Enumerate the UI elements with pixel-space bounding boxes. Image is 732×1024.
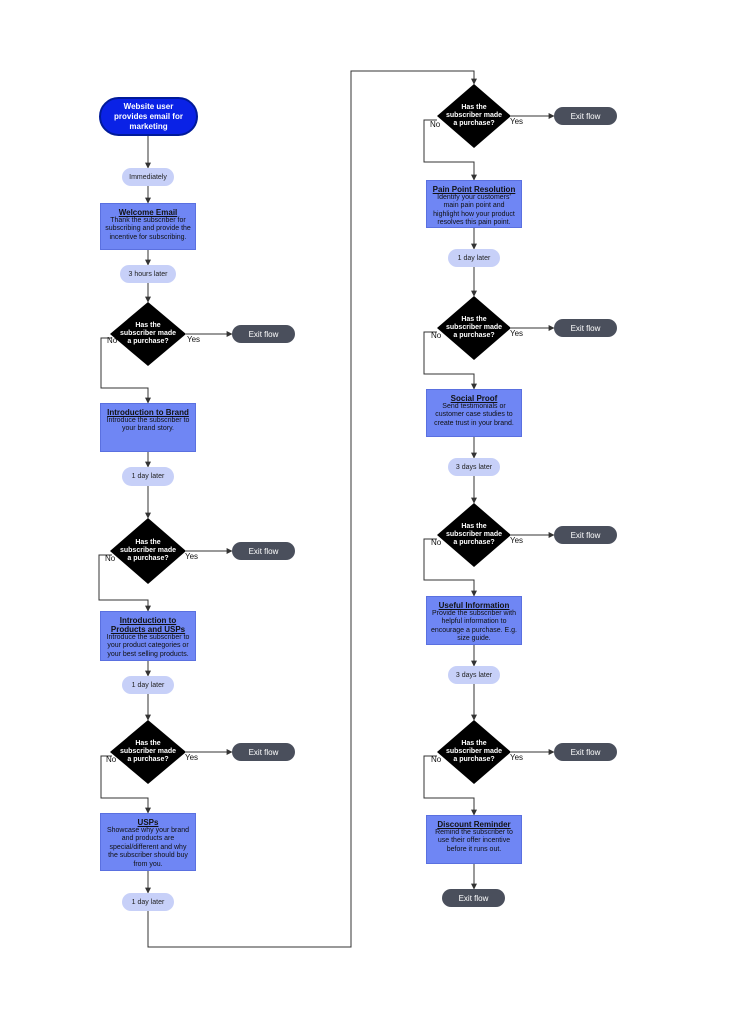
email-description: Introduce the subscriber to your brand s… [106, 417, 190, 433]
decision-question: Has the subscriber made a purchase? [119, 322, 177, 345]
decision-diamond [110, 720, 186, 784]
start-node: Website user provides email for marketin… [99, 97, 198, 136]
no-label: No [106, 755, 117, 764]
yes-label: Yes [510, 536, 524, 545]
exit-flow: Exit flow [554, 319, 617, 337]
exit-flow-final: Exit flow [442, 889, 505, 907]
decision-diamond [437, 720, 511, 784]
delay-pill: 3 hours later [120, 265, 176, 283]
decision-question: Has the subscriber made a purchase? [445, 104, 503, 127]
connector [100, 755, 151, 814]
yes-label: Yes [510, 117, 524, 126]
delay-pill: 1 day later [448, 249, 500, 267]
email-description: Thank the subscriber for subscribing and… [105, 217, 191, 241]
yes-label: Yes [185, 753, 199, 762]
email-description: Identify your customers' main pain point… [433, 194, 515, 227]
delay-pill: Immediately [122, 168, 174, 186]
email-title: Introduction to Products and USPs [110, 616, 186, 634]
email-title: Pain Point Resolution [432, 185, 516, 194]
decision-question: Has the subscriber made a purchase? [445, 523, 503, 546]
exit-flow: Exit flow [554, 526, 617, 544]
email-pain-point: Pain Point Resolution Identify your cust… [426, 180, 522, 228]
decision-diamond [437, 296, 511, 360]
email-title: Social Proof [450, 394, 498, 403]
email-title: Useful Information [438, 601, 510, 610]
decision-question: Has the subscriber made a purchase? [445, 740, 503, 763]
email-description: Remind the subscriber to use their offer… [435, 829, 513, 853]
no-label: No [431, 331, 442, 340]
connector [100, 337, 151, 404]
decision-diamond [437, 503, 511, 567]
delay-pill: 3 days later [448, 458, 500, 476]
connector [423, 755, 477, 816]
exit-flow: Exit flow [232, 542, 295, 560]
connector [423, 331, 477, 390]
email-usps: USPs Showcase why your brand and product… [100, 813, 196, 871]
email-title: Introduction to Brand [107, 408, 189, 417]
yes-label: Yes [510, 753, 524, 762]
email-description: Introduce the subscriber to your product… [106, 634, 190, 658]
email-description: Send testimonials or customer case studi… [434, 403, 514, 427]
no-label: No [107, 336, 118, 345]
email-title: Welcome Email [118, 208, 178, 217]
decision-question: Has the subscriber made a purchase? [445, 316, 503, 339]
no-label: No [431, 538, 442, 547]
email-description: Showcase why your brand and products are… [106, 827, 190, 868]
decision-question: Has the subscriber made a purchase? [119, 740, 177, 763]
connector [423, 538, 477, 597]
delay-pill: 3 days later [448, 666, 500, 684]
connector [423, 119, 477, 181]
email-useful-information: Useful Information Provide the subscribe… [426, 596, 522, 645]
exit-flow: Exit flow [554, 743, 617, 761]
no-label: No [430, 120, 441, 129]
email-discount-reminder: Discount Reminder Remind the subscriber … [426, 815, 522, 864]
connector [147, 70, 477, 948]
start-label: Website user provides email for marketin… [114, 101, 183, 131]
decision-diamond [437, 84, 511, 148]
delay-pill: 1 day later [122, 893, 174, 911]
email-title: USPs [137, 818, 159, 827]
yes-label: Yes [185, 552, 199, 561]
no-label: No [105, 554, 116, 563]
yes-label: Yes [510, 329, 524, 338]
email-brand: Introduction to Brand Introduce the subs… [100, 403, 196, 452]
exit-flow: Exit flow [232, 325, 295, 343]
decision-diamond [110, 302, 186, 366]
email-products: Introduction to Products and USPs Introd… [100, 611, 196, 661]
exit-flow: Exit flow [232, 743, 295, 761]
decision-question: Has the subscriber made a purchase? [119, 539, 177, 562]
delay-pill: 1 day later [122, 467, 174, 486]
email-social-proof: Social Proof Send testimonials or custom… [426, 389, 522, 437]
connector [98, 554, 151, 612]
no-label: No [431, 755, 442, 764]
email-description: Provide the subscriber with helpful info… [430, 610, 517, 643]
yes-label: Yes [187, 335, 201, 344]
email-welcome: Welcome Email Thank the subscriber for s… [100, 203, 196, 250]
exit-flow: Exit flow [554, 107, 617, 125]
delay-pill: 1 day later [122, 676, 174, 694]
email-title: Discount Reminder [437, 820, 511, 829]
decision-diamond [110, 518, 186, 584]
